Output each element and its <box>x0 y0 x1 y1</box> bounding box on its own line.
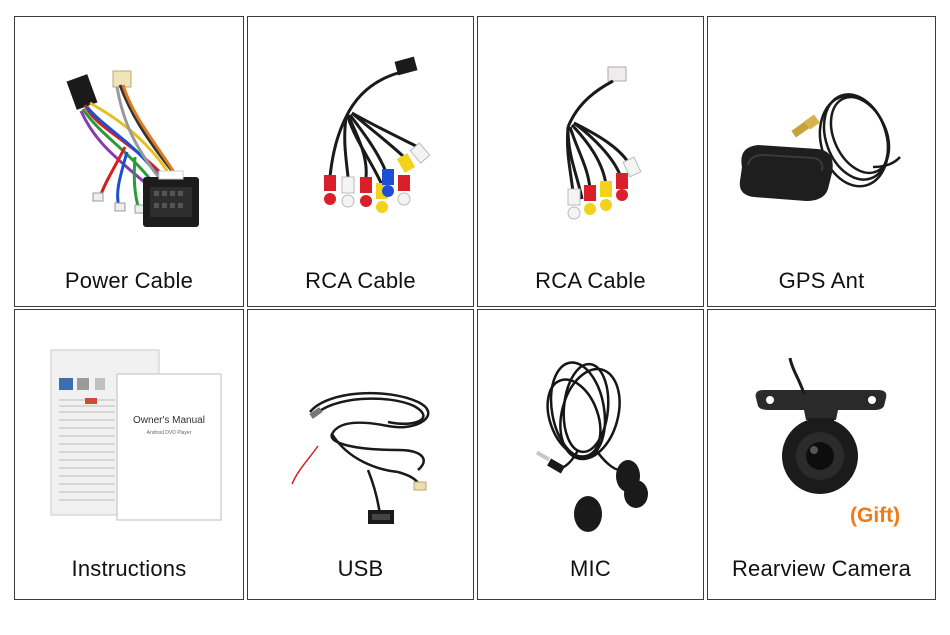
accessory-label: RCA Cable <box>305 268 416 293</box>
accessory-label: Power Cable <box>64 268 194 293</box>
accessory-card-usb: USB <box>247 309 474 600</box>
accessory-card-power-cable: Power Cable <box>14 16 244 307</box>
accessory-label: Instructions <box>71 556 187 581</box>
usb-cable-image <box>291 391 430 524</box>
accessory-card-mic: MIC <box>477 309 704 600</box>
accessory-label: USB <box>337 556 384 581</box>
rca-cable-image <box>565 66 642 220</box>
microphone-image <box>535 361 648 532</box>
manual-title: Owner's Manual <box>133 415 205 426</box>
accessory-label: GPS Ant <box>778 268 865 293</box>
gift-badge: (Gift) <box>850 504 901 527</box>
accessories-grid: Power Cable <box>14 16 936 600</box>
accessory-card-rca-cable: RCA Cable <box>477 16 704 307</box>
owners-manual-image: Owner's Manual Android DVD Player <box>50 349 222 521</box>
accessory-card-rca-cable: RCA Cable <box>247 16 474 307</box>
accessory-card-gps-ant: GPS Ant <box>707 16 936 307</box>
gps-antenna-image <box>739 93 901 201</box>
rca-cable-image <box>324 56 431 213</box>
accessory-label: MIC <box>570 556 611 581</box>
accessory-card-rearview-camera: (Gift) Rearview Camera <box>707 309 936 600</box>
rearview-camera-image <box>755 357 887 494</box>
accessory-label: RCA Cable <box>535 268 646 293</box>
manual-subtitle: Android DVD Player <box>147 430 192 436</box>
power-cable-image <box>66 70 199 227</box>
accessory-label: Rearview Camera <box>731 556 912 581</box>
accessory-card-instructions: Owner's Manual Android DVD Player Instru… <box>14 309 244 600</box>
